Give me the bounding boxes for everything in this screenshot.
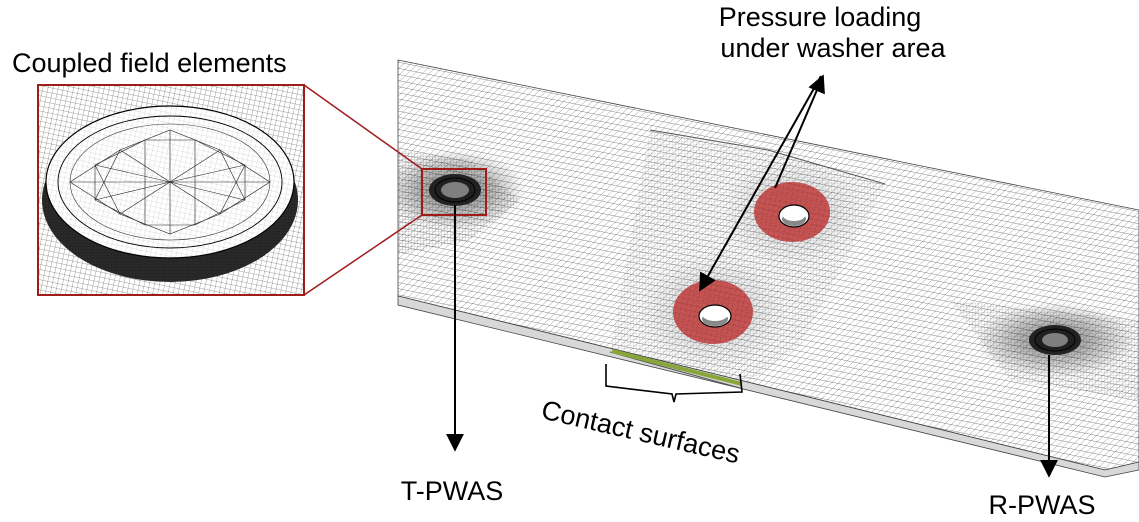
coupled-field-inset	[37, 84, 305, 296]
arrow-pressure-lower	[699, 75, 822, 292]
annotation-arrows	[446, 74, 1058, 478]
label-pressure-line2: under washer area	[720, 33, 946, 63]
zoom-connector-bottom	[303, 214, 423, 296]
t-pwas-sensor	[429, 174, 481, 206]
plate-front-edge	[397, 295, 1139, 478]
zoom-connector-top	[303, 84, 423, 170]
label-contact-surfaces: Contact surfaces	[539, 395, 743, 470]
inset-border	[37, 84, 305, 296]
r-pwas-sensor	[1029, 325, 1081, 355]
contact-bracket	[605, 364, 743, 403]
label-r-pwas: R-PWAS	[989, 490, 1096, 520]
tetra-mesh-pattern	[69, 129, 271, 235]
label-pressure-line1: Pressure loading	[719, 2, 922, 32]
arrow-pressure-upper	[774, 74, 825, 189]
pressure-ring-upper	[754, 182, 830, 242]
contact-surface-line	[611, 349, 743, 386]
label-t-pwas: T-PWAS	[401, 476, 504, 506]
pressure-ring-lower	[673, 280, 753, 344]
label-coupled-field: Coupled field elements	[12, 48, 287, 78]
lap-joint-edge	[649, 129, 886, 185]
plate	[397, 59, 1139, 478]
